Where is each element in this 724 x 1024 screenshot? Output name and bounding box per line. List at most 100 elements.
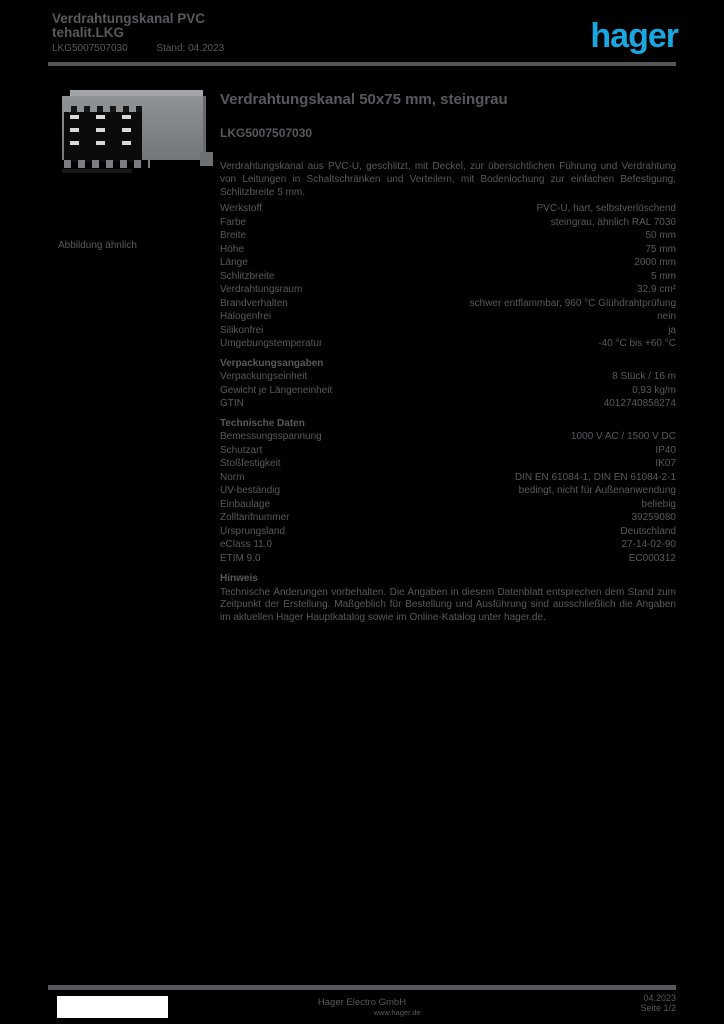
spec-label: Umgebungstemperatur: [220, 338, 323, 349]
footer-label-box: [57, 996, 168, 1018]
spec-row: Stoßfestigkeit IK07: [220, 457, 676, 471]
spec-group-heading: Verpackungsangaben: [220, 357, 324, 369]
spec-row: Farbe steingrau, ähnlich RAL 7030: [220, 216, 676, 230]
trunking-top-face: [70, 90, 203, 98]
spec-value: IK07: [655, 458, 676, 469]
terminal-row: [70, 141, 136, 145]
hager-logo: hager: [590, 17, 679, 55]
spec-value: 8 Stück / 16 m: [612, 371, 676, 382]
spec-label: Verdrahtungsraum: [220, 284, 303, 295]
spec-label: Silikonfrei: [220, 324, 264, 336]
trunking-comb-teeth: [64, 106, 142, 112]
header-product-family: tehalit.LKG: [52, 25, 125, 40]
page-title: Verdrahtungskanal 50x75 mm, steingrau: [220, 91, 508, 108]
product-image: [62, 90, 213, 174]
spec-label: Schutzart: [220, 444, 263, 456]
spec-row: GTIN 4012740858274: [220, 397, 676, 411]
spec-row: Verpackungseinheit 8 Stück / 16 m: [220, 370, 676, 384]
spec-row: Bemessungsspannung 1000 V AC / 1500 V DC: [220, 430, 676, 444]
spec-row: Gewicht je Längeneinheit 0,93 kg/m: [220, 384, 676, 398]
footer-website: www.hager.de: [373, 1008, 421, 1017]
spec-label: Bemessungsspannung: [220, 431, 322, 442]
spec-value: DIN EN 61084-1, DIN EN 61084-2-1: [514, 471, 676, 483]
spec-label: Breite: [220, 230, 247, 241]
spec-row: Norm DIN EN 61084-1, DIN EN 61084-2-1: [220, 471, 676, 485]
footer-date: 04.2023: [643, 993, 676, 1003]
spec-row: ETIM 9.0 EC000312: [220, 552, 676, 566]
spec-label: Einbaulage: [220, 498, 271, 510]
spec-label: Höhe: [220, 243, 244, 255]
spec-label: Gewicht je Längeneinheit: [220, 384, 333, 396]
terminal-row: [70, 115, 136, 119]
spec-row: Schutzart IP40: [220, 444, 676, 458]
header-product-name: Verdrahtungskanal PVC: [52, 11, 206, 26]
spec-value: IP40: [655, 444, 676, 456]
spec-label: GTIN: [220, 398, 244, 409]
spec-row: Verdrahtungsraum 32,9 cm²: [220, 283, 676, 297]
spec-value: 0,93 kg/m: [632, 384, 676, 396]
spec-value: 50 mm: [645, 230, 676, 241]
footer-imprint: Hager Electro GmbH www.hager.de: [0, 997, 724, 1017]
spec-value: schwer entflammbar, 960 °C Glühdrahtprüf…: [469, 297, 676, 309]
header-date: Stand: 04.2023: [156, 43, 225, 54]
spec-group-heading: Technische Daten: [220, 417, 305, 429]
spec-value: nein: [657, 311, 676, 322]
note-block: Hinweis Technische Änderungen vorbehalte…: [220, 572, 676, 624]
note-text: Technische Änderungen vorbehalten. Die A…: [220, 587, 676, 623]
spec-value: steingrau, ähnlich RAL 7030: [550, 216, 676, 228]
header-meta: LKG5007507030 Stand: 04.2023: [52, 42, 224, 55]
spec-value: Deutschland: [620, 525, 676, 537]
spec-label: Stoßfestigkeit: [220, 458, 281, 469]
spec-value: 32,9 cm²: [637, 284, 676, 295]
terminal-row: [70, 128, 136, 132]
image-caption: Abbildung ähnlich: [58, 240, 137, 251]
spec-row: Umgebungstemperatur -40 °C bis +60 °C: [220, 337, 676, 351]
spec-label: Verpackungseinheit: [220, 371, 308, 382]
spec-value: 5 mm: [651, 270, 676, 282]
footer-page-info: 04.2023 Seite 1/2: [640, 993, 676, 1013]
spec-value: bedingt, nicht für Außenanwendung: [518, 485, 676, 496]
spec-label: Ursprungsland: [220, 525, 286, 537]
spec-value: ja: [668, 324, 676, 336]
spec-label: Farbe: [220, 216, 247, 228]
spec-value: 2000 mm: [634, 257, 676, 268]
product-description: Verdrahtungskanal aus PVC-U, geschlitzt,…: [220, 161, 676, 199]
spec-value: -40 °C bis +60 °C: [598, 338, 676, 349]
spec-label: eClass 11.0: [220, 539, 273, 550]
spec-value: 75 mm: [645, 243, 676, 255]
spec-row: Halogenfrei nein: [220, 310, 676, 324]
header-reference: LKG5007507030: [52, 43, 128, 54]
footer-company: Hager Electro GmbH: [317, 997, 407, 1008]
spec-row: Einbaulage beliebig: [220, 498, 676, 512]
spec-label: Schlitzbreite: [220, 270, 275, 282]
spec-label: Norm: [220, 471, 245, 483]
spec-value: 1000 V AC / 1500 V DC: [570, 431, 676, 442]
spec-row: Zolltarifnummer 39259080: [220, 511, 676, 525]
spec-value: EC000312: [628, 552, 676, 564]
spec-value: 39259080: [631, 512, 677, 523]
trunking-end-cap: [200, 152, 213, 166]
spec-value: PVC-U, hart, selbstverlöschend: [536, 203, 676, 214]
spec-value: 4012740858274: [603, 398, 676, 409]
spec-label: Zolltarifnummer: [220, 512, 290, 523]
note-heading: Hinweis: [220, 573, 258, 584]
image-shadow: [62, 169, 132, 173]
spec-label: Halogenfrei: [220, 311, 272, 322]
spec-value: beliebig: [641, 498, 676, 510]
header-divider: [48, 62, 676, 66]
spec-label: ETIM 9.0: [220, 552, 261, 564]
spec-row: Länge 2000 mm: [220, 256, 676, 270]
spec-row: Silikonfrei ja: [220, 324, 676, 338]
spec-value: 27-14-02-90: [621, 539, 676, 550]
spec-label: Länge: [220, 257, 248, 268]
product-reference: LKG5007507030: [220, 126, 313, 140]
spec-row: Ursprungsland Deutschland: [220, 525, 676, 539]
trunking-body: [62, 96, 206, 162]
trunking-open-end: [64, 106, 142, 162]
spec-row: Höhe 75 mm: [220, 243, 676, 257]
